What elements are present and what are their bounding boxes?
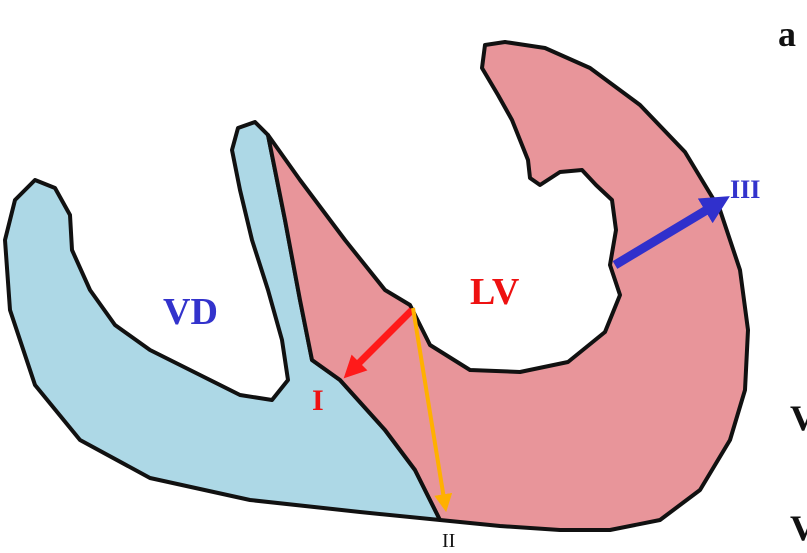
- edge-partial-letter-two: V: [790, 508, 807, 548]
- label-left-ventricle: LV: [470, 271, 520, 313]
- corner-partial-letter: a: [778, 14, 796, 54]
- label-right-ventricle: VD: [163, 291, 218, 333]
- label-measure-one: I: [312, 384, 324, 417]
- label-measure-two: II: [442, 530, 455, 552]
- edge-partial-letter-one: V: [790, 398, 807, 438]
- label-measure-three: III: [730, 175, 760, 204]
